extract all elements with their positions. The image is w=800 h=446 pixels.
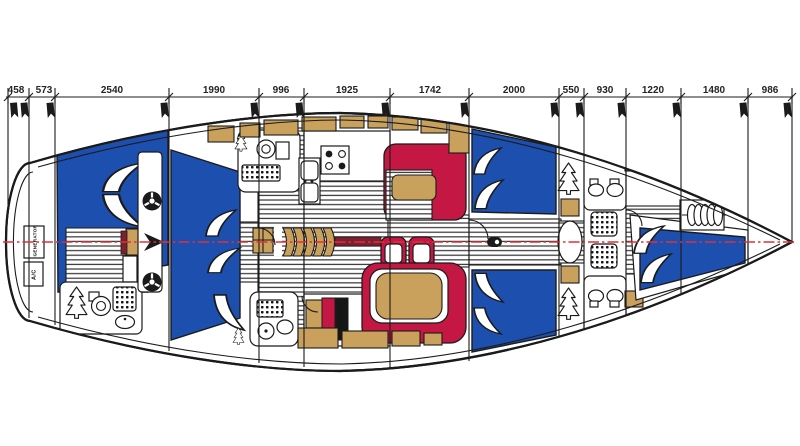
dimension-label: 573 bbox=[36, 85, 53, 96]
toilet-icon bbox=[256, 139, 276, 159]
aft-guest-berths bbox=[170, 149, 245, 341]
winch-icon bbox=[142, 272, 162, 292]
sink-icon bbox=[276, 319, 294, 335]
shower-grate-icon bbox=[590, 211, 618, 237]
toilet-icon bbox=[606, 182, 624, 198]
v-berth-upholstery bbox=[639, 227, 746, 291]
dimension-label: 1925 bbox=[336, 85, 359, 96]
windlass-coil-icon bbox=[679, 199, 726, 231]
inner-deck-lines bbox=[37, 119, 781, 365]
dimension-label: 1990 bbox=[203, 85, 226, 96]
dimension-label: 1480 bbox=[703, 85, 726, 96]
shower-grate-icon bbox=[256, 299, 284, 318]
forward-cabins bbox=[471, 128, 583, 353]
dimension-label: 550 bbox=[563, 85, 580, 96]
saloon-chair bbox=[408, 236, 435, 269]
starboard-head bbox=[232, 291, 299, 347]
saloon bbox=[361, 143, 467, 344]
saloon-table bbox=[391, 174, 437, 201]
bow-cabin bbox=[629, 199, 749, 301]
station-lines bbox=[7, 98, 793, 369]
dimension-label: 2540 bbox=[101, 85, 124, 96]
stove-icon bbox=[320, 145, 350, 175]
dimension-label: 986 bbox=[762, 85, 779, 96]
door-arcs bbox=[257, 209, 643, 313]
winch-icon bbox=[142, 191, 162, 211]
toilet-tank bbox=[275, 141, 290, 160]
dimension-label: 930 bbox=[597, 85, 614, 96]
locker-band bbox=[557, 162, 580, 320]
toilet-icon bbox=[90, 295, 112, 317]
ac-label: A/C bbox=[32, 269, 38, 280]
sink-icon bbox=[587, 183, 605, 197]
sink-icon bbox=[587, 289, 605, 303]
port-head bbox=[234, 129, 301, 193]
dimension-labels: 458 573 2540 1990 996 1925 1742 2000 550… bbox=[8, 85, 779, 96]
mast-symbol bbox=[487, 237, 502, 247]
dimension-label: 458 bbox=[8, 85, 25, 96]
dimension-label: 2000 bbox=[503, 85, 526, 96]
dimension-label: 996 bbox=[273, 85, 290, 96]
shower-grate-icon bbox=[112, 286, 137, 312]
hull-interior: GENERATOR A/C bbox=[12, 115, 749, 357]
cockpit-console bbox=[137, 151, 164, 293]
saloon-chair bbox=[380, 236, 407, 269]
hull-outline-top bbox=[4, 111, 795, 373]
night-stand bbox=[122, 255, 138, 283]
saloon-table bbox=[375, 272, 443, 320]
shower-grate-icon bbox=[241, 164, 281, 182]
generator-label: GENERATOR bbox=[33, 224, 38, 256]
dimension-label: 1742 bbox=[419, 85, 442, 96]
aft-head bbox=[59, 281, 143, 335]
sink-icon bbox=[114, 314, 136, 330]
side-lockers bbox=[207, 115, 470, 349]
dimension-label: 1220 bbox=[642, 85, 665, 96]
shower-grate-icon bbox=[590, 243, 618, 269]
